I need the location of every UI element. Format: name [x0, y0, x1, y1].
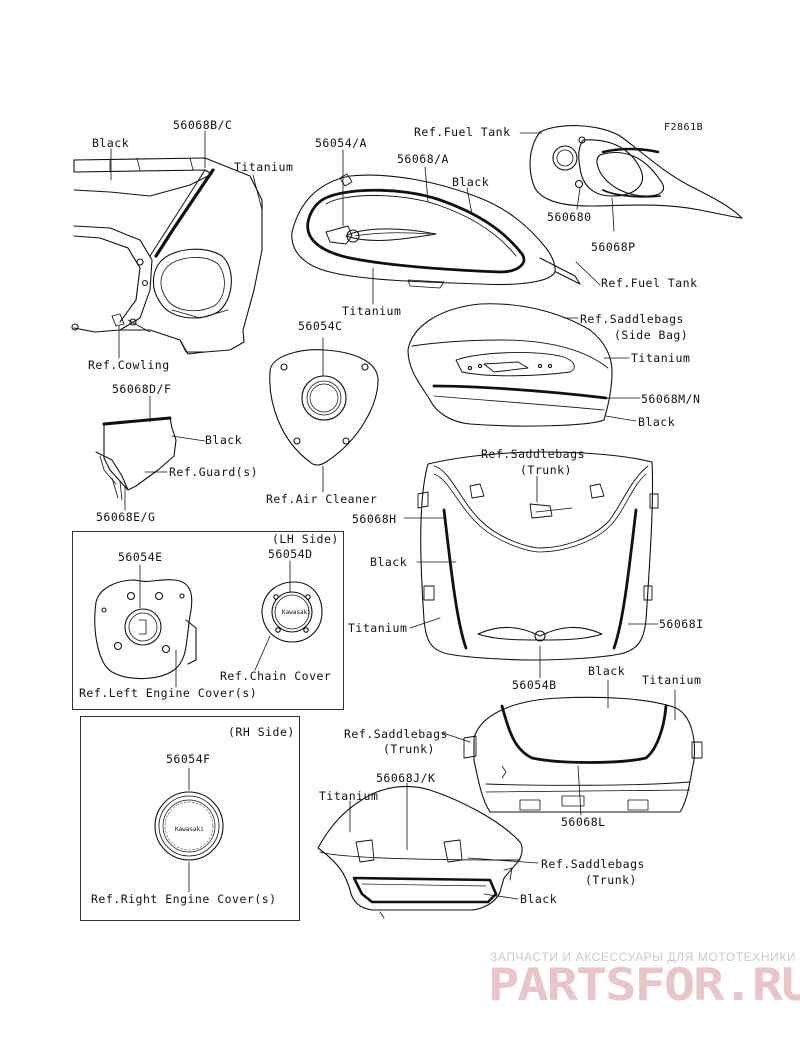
saddlebag-side-drawing — [407, 303, 613, 427]
label-black-sidebag: Black — [638, 415, 676, 429]
label-56068a: 56068/A — [397, 152, 449, 166]
label-56068bc: 56068B/C — [173, 118, 233, 132]
label-black-tank: Black — [452, 175, 490, 189]
label-56054c: 56054C — [298, 319, 343, 333]
label-ref-trunk-front: Ref.Saddlebags — [481, 447, 585, 461]
chain-cover-drawing — [261, 581, 323, 643]
lh-side-box — [72, 531, 344, 710]
label-56068l: 56068L — [561, 815, 606, 829]
label-trunk-rear-paren: (Trunk) — [383, 742, 435, 756]
label-56068jk: 56068J/K — [376, 771, 436, 785]
label-ref-cowling: Ref.Cowling — [88, 358, 170, 372]
label-black-guard: Black — [205, 433, 243, 447]
label-lh-side: (LH Side) — [272, 532, 339, 546]
label-ref-trunk-rear: Ref.Saddlebags — [344, 727, 448, 741]
label-56054a: 56054/A — [315, 136, 367, 150]
label-rh-side: (RH Side) — [228, 725, 295, 739]
right-engine-cover-drawing — [154, 791, 224, 861]
label-56068eg: 56068E/G — [96, 510, 156, 524]
label-ref-left-engine-cover: Ref.Left Engine Cover(s) — [79, 686, 258, 700]
label-ref-guards: Ref.Guard(s) — [169, 465, 259, 479]
air-cleaner-drawing — [269, 349, 379, 466]
label-black-trunk-rear: Black — [588, 664, 626, 678]
label-titanium-trunk-front: Titanium — [348, 621, 408, 635]
label-56068h: 56068H — [352, 512, 397, 526]
cowling-drawing — [71, 157, 263, 355]
label-ref-right-engine-cover: Ref.Right Engine Cover(s) — [91, 892, 277, 906]
label-56054d: 56054D — [268, 547, 313, 561]
label-56054f: 56054F — [166, 752, 211, 766]
label-titanium-sidebag: Titanium — [631, 351, 691, 365]
label-ref-fuel-tank-top: Ref.Fuel Tank — [414, 125, 511, 139]
rh-side-box — [80, 716, 300, 921]
trunk-rear-drawing — [463, 696, 703, 813]
label-black-cowl: Black — [92, 136, 130, 150]
label-ref-saddlebags-side: Ref.Saddlebags — [580, 312, 684, 326]
label-black-trunk-side: Black — [520, 892, 558, 906]
label-56054b: 56054B — [512, 678, 557, 692]
label-560680: 560680 — [547, 210, 592, 224]
label-trunk-side-paren: (Trunk) — [585, 873, 637, 887]
label-titanium-trunk-side: Titanium — [319, 789, 379, 803]
trunk-side-drawing — [317, 785, 523, 919]
label-ref-fuel-tank-side: Ref.Fuel Tank — [601, 276, 698, 290]
label-56054e: 56054E — [118, 550, 163, 564]
label-56068mn: 56068M/N — [641, 392, 701, 406]
label-titanium-cowl: Titanium — [234, 160, 294, 174]
guards-drawing — [95, 416, 177, 501]
watermark-logo: PARTSFOR.RU — [488, 960, 800, 1011]
right-emblem-text: Kawasaki — [175, 826, 204, 833]
watermark-tagline: ЗАПЧАСТИ И АКСЕССУАРЫ ДЛЯ МОТОТЕХНИКИ — [490, 950, 797, 964]
label-trunk-front-paren: (Trunk) — [520, 463, 572, 477]
fuel-tank-drawing — [291, 173, 581, 289]
label-ref-trunk-side: Ref.Saddlebags — [541, 857, 645, 871]
fuel-tank-top-drawing — [529, 125, 743, 219]
label-titanium-tank: Titanium — [342, 304, 402, 318]
label-side-bag: (Side Bag) — [614, 328, 689, 342]
left-emblem-text: Kawasaki — [282, 609, 311, 616]
label-56068i: 56068I — [659, 617, 704, 631]
label-titanium-trunk-rear: Titanium — [642, 673, 702, 687]
label-ref-air-cleaner: Ref.Air Cleaner — [266, 492, 378, 506]
figure-code: F2861B — [664, 122, 704, 133]
label-ref-chain-cover: Ref.Chain Cover — [220, 669, 332, 683]
label-56068df: 56068D/F — [112, 382, 172, 396]
label-black-trunk-front: Black — [370, 555, 408, 569]
label-56068p: 56068P — [591, 240, 636, 254]
left-engine-cover-drawing — [94, 579, 197, 680]
trunk-front-drawing — [417, 451, 659, 661]
leader-lines — [110, 130, 676, 900]
